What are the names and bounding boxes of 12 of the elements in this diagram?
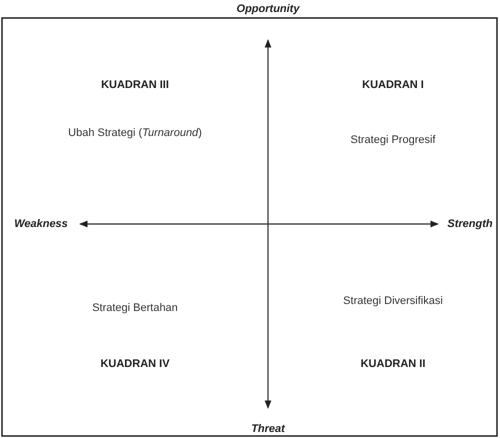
quadrant-title: KUADRAN III: [100, 78, 170, 92]
axis-label: Weakness: [13, 217, 69, 231]
strategy-text: Ubah Strategi (Turnaround): [67, 126, 203, 140]
strategy-text: Strategi Progresif: [350, 133, 436, 147]
axis-label: Strength: [446, 217, 494, 231]
strategy-text: Strategi Bertahan: [91, 301, 179, 315]
quadrant-title: KUADRAN II: [360, 357, 426, 371]
quadrant-title: KUADRAN IV: [99, 357, 171, 371]
axis-label: Threat: [250, 422, 286, 436]
quadrant-title: KUADRAN I: [361, 78, 425, 92]
axis-label: Opportunity: [236, 2, 301, 16]
strategy-text: Strategi Diversifikasi: [342, 294, 444, 308]
